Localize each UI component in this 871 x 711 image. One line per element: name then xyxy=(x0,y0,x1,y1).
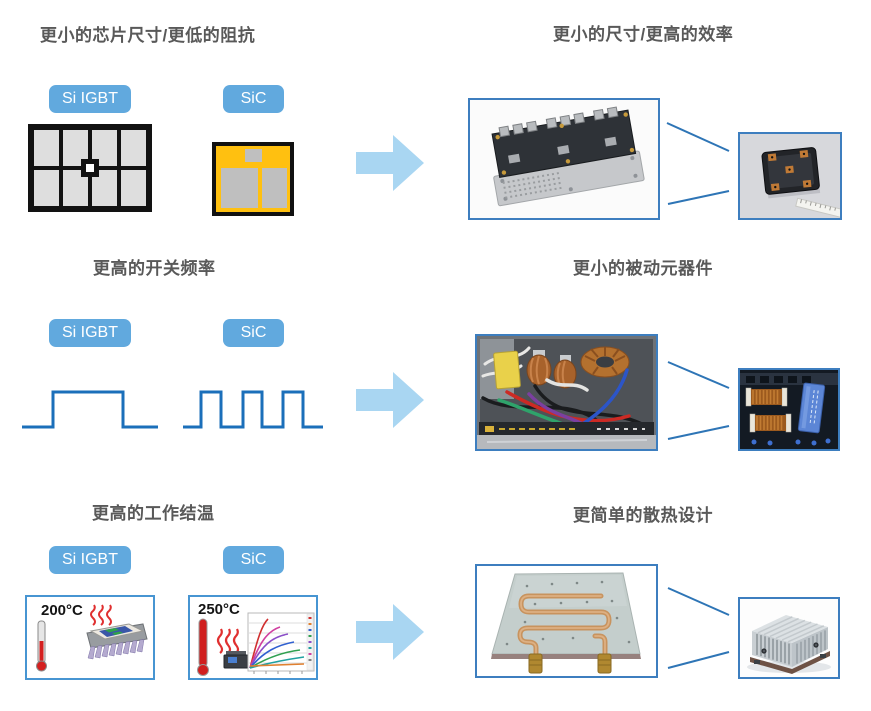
row2-badge-si-igbt: Si IGBT xyxy=(49,319,131,347)
copper-serpentine-tube xyxy=(517,593,612,662)
photo-compact-passive-components xyxy=(738,368,840,451)
ruler-icon xyxy=(795,197,840,218)
row3-left-title: 更高的工作结温 xyxy=(92,504,215,523)
si-igbt-large-die-diagram xyxy=(28,124,152,212)
copper-coil xyxy=(749,413,792,433)
sic-small-die-diagram xyxy=(212,142,294,216)
wire-bundle xyxy=(481,368,651,432)
choke-coils xyxy=(526,350,577,389)
chip-with-heatsink-icon xyxy=(86,623,148,660)
sic-temp-value: 250°C xyxy=(198,601,240,618)
die-cells xyxy=(34,130,146,206)
toroid-inductor xyxy=(580,346,630,378)
photo-aluminum-heatsink xyxy=(738,597,840,679)
heat-waves-icon xyxy=(216,628,240,654)
row2-badge-sic: SiC xyxy=(223,319,284,347)
row1-left-title: 更小的芯片尺寸/更低的阻抗 xyxy=(40,26,256,45)
right-arrow-icon xyxy=(356,372,424,428)
mounting-screws xyxy=(761,642,819,654)
right-arrow-icon xyxy=(356,604,424,660)
row1-right-title: 更小的尺寸/更高的效率 xyxy=(553,25,734,44)
si-igbt-junction-temp-box: 200°C xyxy=(25,595,155,680)
photo-compact-sic-module xyxy=(738,132,842,220)
row1-badge-sic: SiC xyxy=(223,85,284,113)
si-igbt-temp-illustration xyxy=(36,604,148,672)
photo-liquid-cooling-plate xyxy=(475,564,658,678)
liquid-cooling-plate-photo xyxy=(477,566,656,676)
blue-film-capacitor xyxy=(797,382,826,434)
small-chip-icon xyxy=(223,651,249,669)
right-arrow-icon xyxy=(356,135,424,191)
photo-large-power-module xyxy=(468,98,660,220)
large-igbt-power-module-photo xyxy=(470,100,658,218)
si-temp-value: 200°C xyxy=(41,602,83,619)
row3-right-title: 更简单的散热设计 xyxy=(573,506,713,525)
sic-junction-temp-box: 250°C xyxy=(188,595,318,680)
low-frequency-square-wave xyxy=(22,390,158,429)
aluminum-heatsink-photo xyxy=(740,599,838,677)
row3-badge-sic: SiC xyxy=(223,546,284,574)
characteristic-curves-graph xyxy=(247,612,315,674)
power-supply-interior-photo xyxy=(477,336,656,449)
brass-fitting xyxy=(528,653,612,674)
copper-coil xyxy=(745,387,788,407)
row3-badge-si-igbt: Si IGBT xyxy=(49,546,131,574)
compact-passive-components-photo xyxy=(740,370,838,449)
photo-power-supply-interior xyxy=(475,334,658,451)
heatsink-fins xyxy=(756,633,790,665)
row2-left-title: 更高的开关频率 xyxy=(93,259,216,278)
switching-frequency-waveforms xyxy=(22,390,323,429)
row2-right-title: 更小的被动元器件 xyxy=(573,259,713,278)
die-pads xyxy=(221,149,287,208)
sic-temp-illustration xyxy=(197,612,315,676)
heat-waves-icon xyxy=(90,604,112,626)
compact-sic-module-photo xyxy=(740,134,840,218)
row1-badge-si-igbt: Si IGBT xyxy=(49,85,131,113)
high-frequency-square-wave xyxy=(183,390,323,429)
